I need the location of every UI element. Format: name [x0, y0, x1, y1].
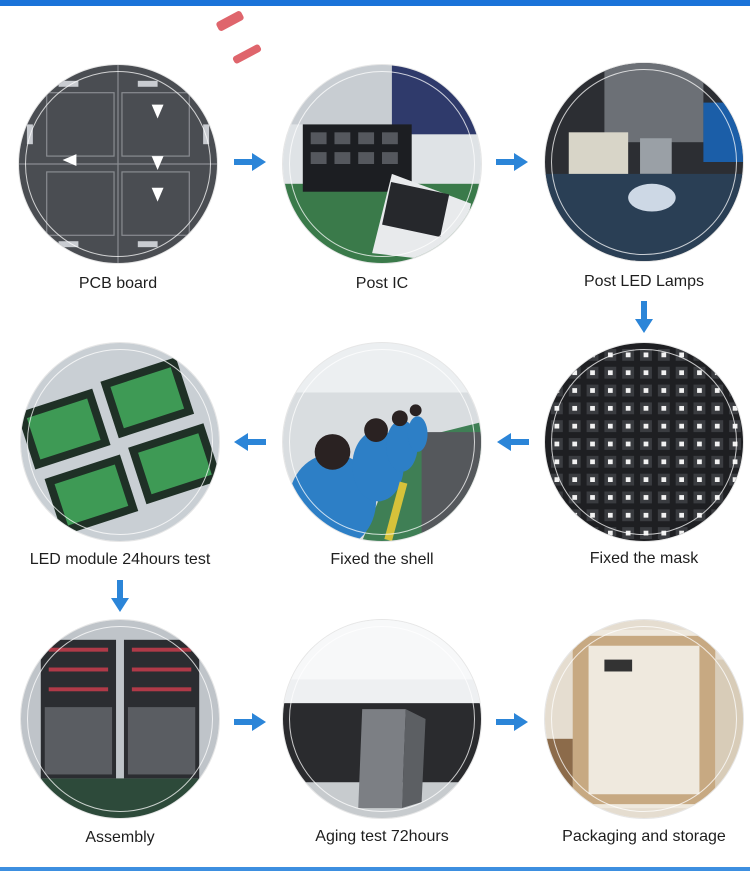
module-test-photo — [21, 343, 219, 541]
arrow-right-icon — [234, 713, 266, 731]
step-label: Assembly — [85, 829, 155, 846]
step-label: Post LED Lamps — [583, 273, 705, 290]
arrow-right-icon — [496, 153, 528, 171]
arrow-right-icon — [496, 713, 528, 731]
step-label: Packaging and storage — [562, 828, 726, 845]
step-label: Post IC — [355, 275, 409, 292]
step-label: Fixed the mask — [589, 550, 699, 567]
step-label: LED module 24hours test — [29, 551, 211, 568]
mask-photo — [545, 343, 743, 541]
arrow-left-icon — [234, 433, 266, 451]
post-ic-photo — [283, 65, 481, 263]
arrow-left-icon — [497, 433, 529, 451]
packaging-photo — [545, 620, 743, 818]
decoration-stroke — [215, 10, 245, 32]
arrow-down-icon — [111, 580, 129, 612]
step-label: Aging test 72hours — [315, 828, 449, 845]
decoration-stroke — [231, 43, 263, 65]
step-label: Fixed the shell — [330, 551, 434, 568]
led-lamps-photo — [545, 63, 743, 261]
top-accent-bar — [0, 0, 750, 6]
assembly-photo — [21, 620, 219, 818]
step-label: PCB board — [78, 275, 158, 292]
arrow-right-icon — [234, 153, 266, 171]
aging-test-photo — [283, 620, 481, 818]
shell-photo — [283, 343, 481, 541]
pcb-board-photo — [19, 65, 217, 263]
arrow-down-icon — [635, 301, 653, 333]
bottom-accent-bar — [0, 867, 750, 871]
